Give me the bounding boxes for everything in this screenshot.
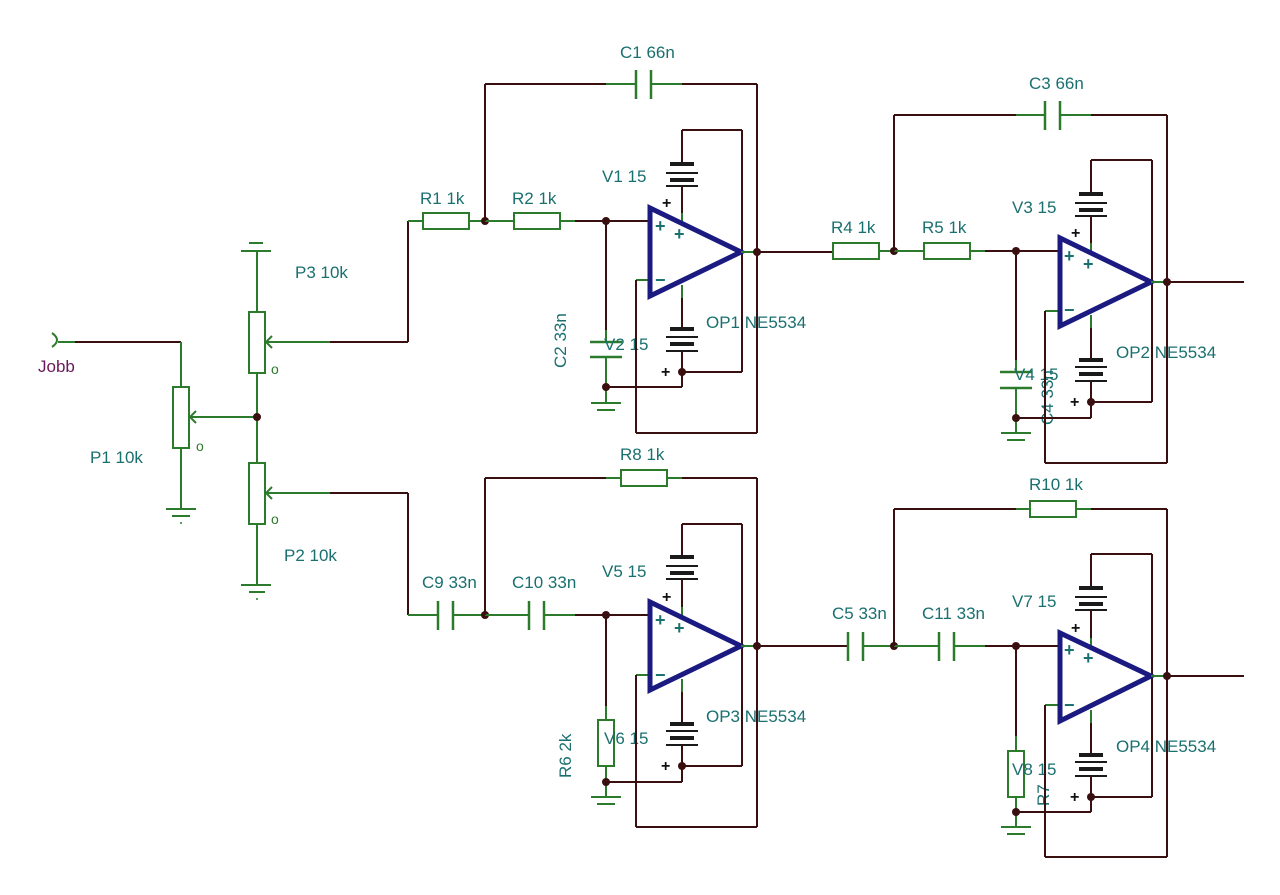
plus-sign: + — [1083, 254, 1094, 274]
potentiometer-p1[interactable] — [172, 386, 190, 449]
minus-sign: − — [1064, 695, 1075, 715]
component-label: V1 15 — [602, 167, 646, 186]
plus-sign: + — [1071, 620, 1080, 637]
minus-sign: − — [655, 270, 666, 290]
component-label: OP1 NE5534 — [706, 313, 806, 332]
component-label: OP2 NE5534 — [1116, 343, 1216, 362]
component-label: R4 1k — [831, 218, 876, 237]
resistor-r8[interactable] — [620, 469, 668, 487]
opamp-op3[interactable] — [647, 598, 747, 694]
plus-sign: + — [1070, 789, 1079, 806]
component-label: R10 1k — [1029, 475, 1083, 494]
component-label: R7 — [1034, 784, 1053, 806]
input-port-label: Jobb — [38, 357, 75, 376]
plus-sign: + — [661, 758, 670, 775]
battery-v4-icon[interactable] — [1075, 358, 1107, 382]
component-label: OP3 NE5534 — [706, 707, 806, 726]
component-label: R8 1k — [620, 445, 665, 464]
plus-sign: + — [662, 589, 671, 606]
component-label: C2 33n — [551, 313, 570, 368]
component-label: C3 66n — [1029, 74, 1084, 93]
component-label: C5 33n — [832, 604, 887, 623]
battery-v2-icon[interactable] — [666, 327, 698, 352]
minus-sign: − — [655, 665, 666, 685]
input-section: Jobb o P1 10k o P3 10k — [38, 220, 437, 616]
component-label: V2 15 — [604, 335, 648, 354]
ground-icon — [180, 522, 182, 524]
battery-v5-icon[interactable] — [666, 555, 698, 580]
plus-sign: + — [1064, 640, 1075, 660]
component-label: V3 15 — [1012, 198, 1056, 217]
wiper-marker: o — [271, 361, 279, 377]
resistor-r10[interactable] — [1029, 500, 1077, 518]
ground-icon — [256, 598, 258, 600]
component-label: V8 15 — [1012, 760, 1056, 779]
component-label: R2 1k — [512, 189, 557, 208]
battery-v7-icon[interactable] — [1075, 586, 1107, 611]
stage-op2: R4 1k R5 1k C3 66n C4 33n — [831, 74, 1244, 464]
plus-sign: + — [655, 216, 666, 236]
plus-sign: + — [1064, 246, 1075, 266]
plus-sign: + — [1070, 394, 1079, 411]
battery-v1-icon[interactable] — [666, 162, 698, 187]
resistor-r2[interactable] — [513, 212, 561, 230]
wiper-marker: o — [271, 511, 279, 527]
battery-v8-icon[interactable] — [1075, 753, 1107, 777]
battery-v6-icon[interactable] — [666, 722, 698, 746]
wiper-marker: o — [196, 438, 204, 454]
input-port-icon[interactable] — [51, 332, 58, 348]
component-label: P1 10k — [90, 448, 143, 467]
opamp-op4[interactable] — [1057, 629, 1157, 726]
component-label: OP4 NE5534 — [1116, 737, 1216, 756]
component-label: C1 66n — [620, 43, 675, 62]
battery-v3-icon[interactable] — [1075, 192, 1107, 217]
plus-sign: + — [655, 610, 666, 630]
plus-sign: + — [1083, 648, 1094, 668]
plus-sign: + — [674, 618, 685, 638]
resistor-r5[interactable] — [923, 242, 971, 260]
component-label: C4 33n — [1038, 370, 1057, 425]
resistor-r1[interactable] — [422, 212, 470, 230]
component-label: P3 10k — [295, 263, 348, 282]
opamp-op2[interactable] — [1057, 234, 1157, 330]
component-label: R6 2k — [556, 733, 575, 778]
stage-op4: C5 33n C11 33n R10 1k R7 + V7 — [832, 475, 1244, 858]
potentiometer-p3[interactable] — [248, 311, 266, 374]
component-label: V4 15 — [1014, 365, 1058, 384]
potentiometer-p2[interactable] — [248, 462, 266, 525]
component-label: V7 15 — [1012, 592, 1056, 611]
component-label: C9 33n — [422, 573, 477, 592]
component-label: P2 10k — [284, 546, 337, 565]
junction — [253, 413, 261, 421]
component-label: V6 15 — [604, 729, 648, 748]
plus-sign: + — [1071, 225, 1080, 242]
component-label: C11 33n — [922, 604, 985, 623]
plus-sign: + — [674, 224, 685, 244]
opamp-op1[interactable] — [647, 204, 747, 300]
stage-op3: C9 33n C10 33n R8 1k R6 2k + — [422, 445, 848, 828]
stage-op1: R1 1k R2 1k C1 66n C2 33n — [420, 43, 835, 434]
component-label: R5 1k — [922, 218, 967, 237]
component-label: C10 33n — [512, 573, 576, 592]
minus-sign: − — [1064, 300, 1075, 320]
plus-sign: + — [662, 195, 671, 212]
plus-sign: + — [661, 364, 670, 381]
resistor-r4[interactable] — [832, 242, 880, 260]
component-label: V5 15 — [602, 562, 646, 581]
component-label: R1 1k — [420, 189, 465, 208]
